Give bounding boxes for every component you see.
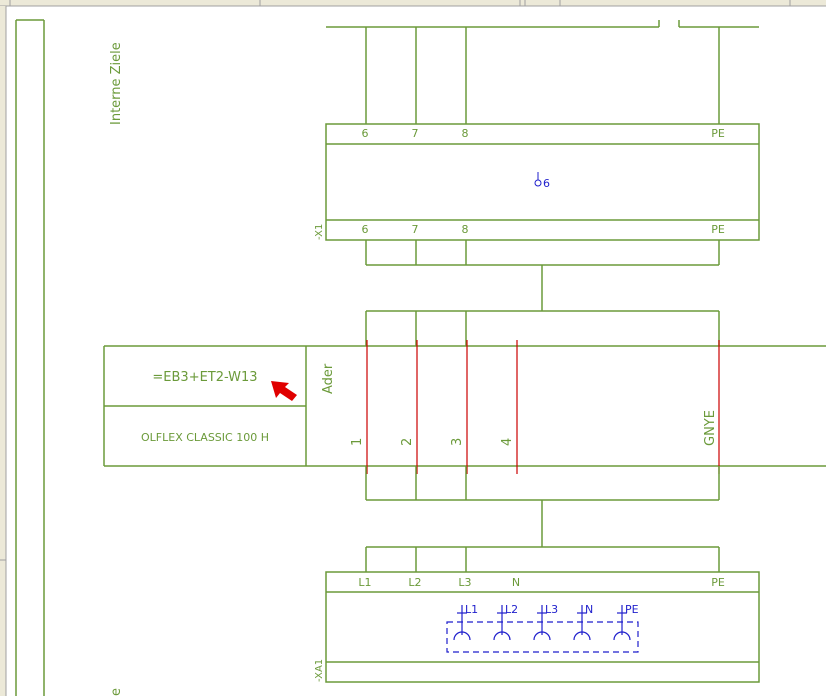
x1-label: -X1 — [314, 224, 325, 240]
x1-bottom-terminal: 8 — [462, 223, 469, 236]
x1-bottom-terminal: 7 — [412, 223, 419, 236]
cable-designation[interactable]: =EB3+ET2-W13 — [152, 370, 257, 385]
xa1-top-terminal: PE — [711, 576, 725, 589]
x1-top-terminal: 7 — [412, 127, 419, 140]
left-ruler — [0, 6, 7, 696]
cable-cores — [366, 340, 720, 474]
internal-targets-label: Interne Ziele — [109, 42, 124, 125]
core-label: GNYE — [703, 410, 718, 446]
socket-label: PE — [625, 603, 639, 616]
connector-ref-symbol — [534, 172, 542, 187]
x1-top-terminal: PE — [711, 127, 725, 140]
cable-type: OLFLEX CLASSIC 100 H — [141, 431, 269, 444]
socket-outlet-group: L1 L2 L3 N PE — [446, 603, 639, 653]
socket-label: L2 — [505, 603, 518, 616]
terminal-xa1[interactable]: L1 L2 L3 N PE L1 — [314, 571, 760, 683]
x1-top-terminal: 8 — [462, 127, 469, 140]
core-label: 3 — [450, 438, 465, 446]
upper-device-edge — [326, 20, 759, 28]
connector-ref-label: 6 — [543, 177, 550, 190]
socket-label: L1 — [465, 603, 478, 616]
socket-label: N — [585, 603, 593, 616]
top-ruler — [0, 0, 826, 7]
cable-w13[interactable]: =EB3+ET2-W13 OLFLEX CLASSIC 100 H Ader 1… — [103, 340, 826, 474]
pointer-arrow-icon — [271, 381, 297, 401]
xa1-input-bus — [365, 466, 720, 572]
upper-wires — [365, 27, 720, 124]
xa1-top-terminal: L1 — [358, 576, 371, 589]
frame-lines — [15, 19, 45, 696]
xa1-top-terminal: N — [512, 576, 520, 589]
terminal-x1[interactable]: 6 7 8 PE 6 6 7 8 PE -X1 — [314, 123, 760, 241]
bottom-side-label: e — [109, 688, 124, 696]
xa1-label: -XA1 — [314, 659, 325, 682]
x1-output-bus — [365, 240, 720, 346]
xa1-top-terminal: L2 — [408, 576, 421, 589]
core-label: 4 — [500, 438, 515, 446]
cable-header: Ader — [321, 363, 336, 394]
x1-top-terminal: 6 — [362, 127, 369, 140]
socket-label: L3 — [545, 603, 558, 616]
xa1-top-terminal: L3 — [458, 576, 471, 589]
x1-bottom-terminal: PE — [711, 223, 725, 236]
core-label: 2 — [400, 438, 415, 446]
x1-bottom-terminal: 6 — [362, 223, 369, 236]
core-label: 1 — [350, 438, 365, 446]
